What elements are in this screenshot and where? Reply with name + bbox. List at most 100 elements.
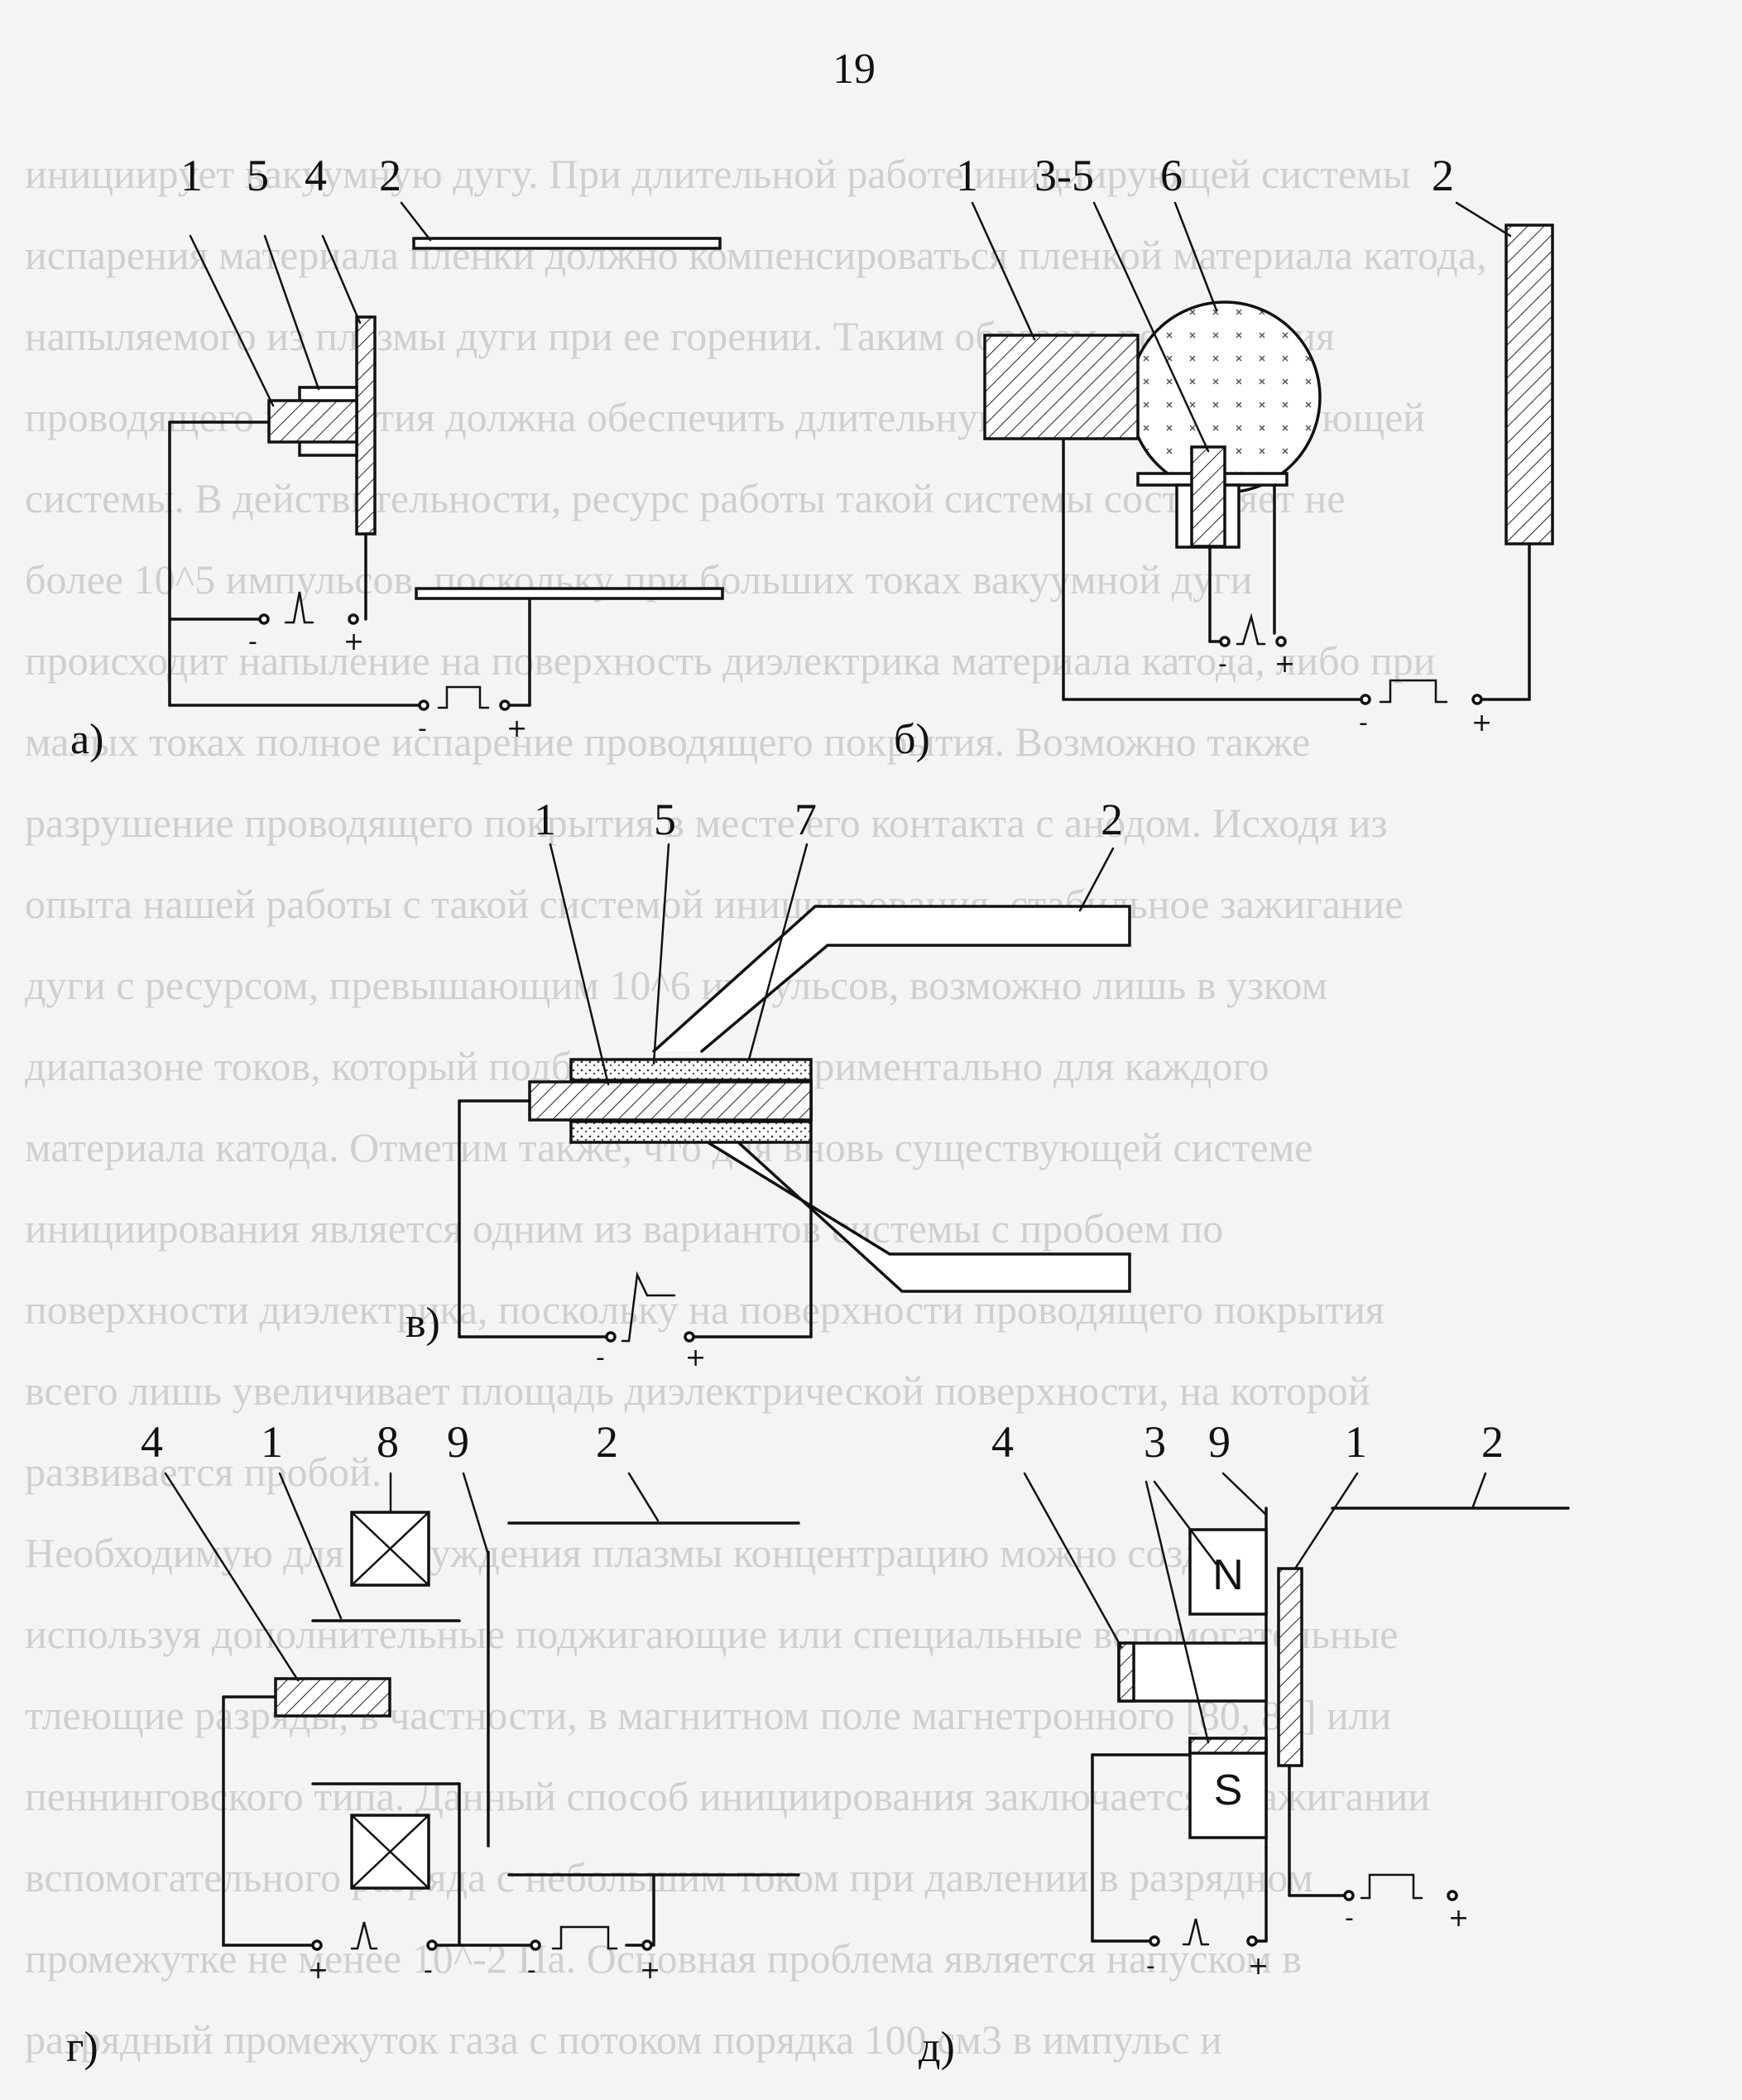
- terminal: [1246, 1935, 1258, 1947]
- leader-2: [1078, 847, 1115, 912]
- leader-1: [189, 234, 275, 407]
- label-4: 4: [141, 1417, 163, 1467]
- background-text-line: происходит напыление на поверхность диэл…: [25, 637, 1436, 684]
- magnet-south-pole-piece: [1188, 1737, 1268, 1755]
- leader-1: [971, 201, 1036, 341]
- background-text-line: испарения материала пленки должно компен…: [25, 232, 1487, 278]
- supply-polarity-plus: +: [640, 1956, 660, 1985]
- rect-pulse-symbol: [551, 1925, 618, 1950]
- diagram-v: 1 5 7 2 - + в): [406, 795, 1131, 1372]
- label-5: 5: [247, 151, 269, 200]
- anode-upper-2: [652, 905, 1131, 1053]
- terminal: [348, 613, 359, 625]
- cathode-rod-1: [528, 1080, 813, 1122]
- caption-a: а): [70, 716, 103, 763]
- background-text-line: разрядный промежуток газа с потоком поря…: [25, 2016, 1222, 2063]
- terminal: [426, 1939, 438, 1951]
- terminal: [258, 613, 270, 625]
- terminal: [1447, 1890, 1458, 1901]
- caption-d: д): [919, 2024, 955, 2071]
- anode-2: [1504, 223, 1554, 545]
- coil-cross: [350, 1814, 430, 1890]
- leader-9: [462, 1472, 490, 1556]
- cathode-1: [1277, 1567, 1303, 1767]
- pulse-polarity-minus: -: [424, 1956, 433, 1985]
- caption-b: б): [894, 716, 930, 763]
- leader-6: [1173, 201, 1218, 312]
- pulse-polarity-plus: +: [1248, 1952, 1269, 1981]
- pulse-polarity-minus: -: [248, 627, 257, 656]
- supply-polarity-minus: -: [527, 1956, 536, 1985]
- magnet-south: [1188, 1737, 1268, 1839]
- leader-3-lower: [1145, 1480, 1210, 1744]
- magnet-north-label: N: [1212, 1551, 1244, 1599]
- terminal: [530, 1939, 541, 1951]
- pulse-symbol: [621, 1271, 676, 1343]
- label-2: 2: [1432, 151, 1454, 200]
- leader-1: [549, 843, 610, 1086]
- label-7: 7: [794, 795, 817, 844]
- label-9: 9: [447, 1417, 469, 1467]
- label-6: 6: [1160, 151, 1183, 200]
- terminal: [684, 1331, 695, 1343]
- terminal: [1149, 1935, 1160, 1947]
- pulse-polarity-minus: -: [1218, 650, 1227, 679]
- background-text-line: вспомогательного разряда с небольшим ток…: [25, 1854, 1313, 1901]
- supply-polarity-minus: -: [1359, 709, 1368, 738]
- background-text-line: малых токах полное испарение проводящего…: [25, 718, 1311, 765]
- cathode-1: [983, 334, 1140, 440]
- supply-polarity-plus: +: [1448, 1904, 1469, 1933]
- label-1: 1: [1345, 1417, 1367, 1467]
- label-2: 2: [379, 151, 401, 200]
- pulse-polarity-plus: +: [685, 1343, 706, 1372]
- pulse-polarity-plus: +: [308, 1956, 329, 1985]
- supply-polarity-minus: -: [418, 714, 427, 743]
- pulse-polarity-plus: +: [1274, 650, 1295, 679]
- terminal: [1471, 694, 1483, 705]
- background-text-line: всего лишь увеличивает площадь диэлектри…: [25, 1367, 1370, 1414]
- supply-polarity-plus: +: [506, 714, 527, 743]
- pulse-polarity-minus: -: [596, 1343, 605, 1372]
- label-5: 5: [654, 795, 676, 844]
- caption-v: в): [406, 1300, 440, 1347]
- leader-2: [400, 201, 432, 242]
- terminal: [1275, 636, 1287, 647]
- leader-3-upper: [1153, 1480, 1218, 1566]
- label-1: 1: [534, 795, 556, 844]
- label-3-5: 3-5: [1034, 151, 1094, 200]
- page-number: 19: [833, 46, 876, 93]
- anode-bottom-plate: [415, 587, 724, 600]
- label-4: 4: [305, 151, 327, 200]
- leader-7: [747, 843, 809, 1061]
- pulse-symbol: [1182, 1918, 1210, 1946]
- pulse-symbol: [350, 1921, 378, 1950]
- leader-1: [278, 1472, 343, 1620]
- cathode-plate-4: [355, 315, 377, 536]
- label-2: 2: [1481, 1417, 1504, 1467]
- pulse-symbol: [1236, 613, 1266, 646]
- label-8: 8: [377, 1417, 399, 1467]
- background-text-line: развивается пробой.: [25, 1449, 382, 1495]
- pulse-polarity-minus: -: [1146, 1952, 1155, 1981]
- leader-4: [1023, 1472, 1123, 1649]
- background-text-line: разрушение проводящего покрытия в месте …: [25, 800, 1388, 846]
- trigger-electrode-3-5: [1190, 445, 1226, 548]
- label-2: 2: [596, 1417, 618, 1467]
- label-9: 9: [1208, 1417, 1231, 1467]
- terminal: [605, 1331, 617, 1343]
- diagram-a: 1 5 4 2 - + - + а): [70, 151, 724, 763]
- terminal: [1360, 694, 1371, 705]
- label-3: 3: [1144, 1417, 1166, 1467]
- background-text-line: опыта нашей работы с такой системой иниц…: [25, 881, 1404, 927]
- trigger-electrode-1: [267, 399, 358, 444]
- background-text-line: дуги с ресурсом, превышающим 10^6 импуль…: [25, 962, 1328, 1008]
- supply-polarity-minus: -: [1345, 1904, 1354, 1933]
- leader-5: [652, 843, 670, 1065]
- label-1: 1: [956, 151, 978, 200]
- leader-5: [263, 234, 320, 391]
- diagram-b: 1 3-5 6 2 - + - + б): [894, 151, 1554, 763]
- rect-pulse-symbol: [1379, 679, 1448, 704]
- background-text-line: поверхности диэлектрика, поскольку на по…: [25, 1286, 1384, 1333]
- rect-pulse-symbol: [1360, 1873, 1423, 1900]
